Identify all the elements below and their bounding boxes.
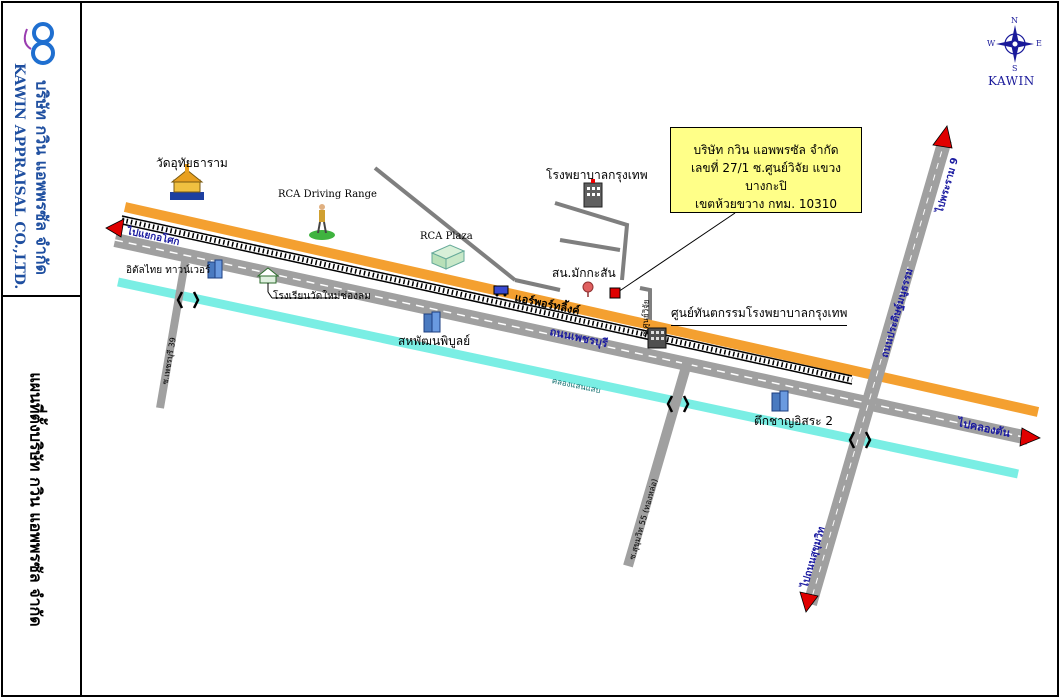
map-panel bbox=[80, 1, 1059, 697]
kawin-logo-icon bbox=[23, 22, 55, 65]
compass-w: W bbox=[987, 39, 996, 48]
dental-center-label: ศูนย์ทันตกรรมโรงพยาบาลกรุงเทพ bbox=[671, 304, 848, 326]
compass-icon bbox=[996, 25, 1034, 63]
office-address-callout: บริษัท กวิน แอพพรซัล จำกัด เลขที่ 27/1 ซ… bbox=[670, 127, 862, 213]
driving-range-label: RCA Driving Range bbox=[278, 189, 377, 200]
soi-research-label: ซ.ศูนย์วิจัย bbox=[640, 299, 651, 337]
golfer-icon bbox=[309, 204, 335, 240]
airport-link-rail bbox=[121, 215, 853, 385]
callout-company: บริษัท กวิน แอพพรซัล จำกัด bbox=[693, 143, 839, 157]
compass-n: N bbox=[1011, 16, 1018, 25]
rca-plaza-icon bbox=[430, 244, 466, 270]
school-label: โรงเรียนวัดใหม่ช่องลม bbox=[273, 291, 371, 302]
charn-issara-label: ตึกชาญอิสระ 2 bbox=[754, 414, 834, 428]
sahaphat-label: สหพัฒนพิบูลย์ bbox=[398, 334, 471, 348]
hospital-access-road bbox=[373, 166, 652, 325]
rca-plaza-label: RCA Plaza bbox=[420, 231, 473, 242]
bridge-icon bbox=[176, 291, 872, 449]
ittal-tower-label: อิตัลไทย ทาวน์เวอร์ bbox=[126, 265, 211, 276]
compass-label: KAWIN bbox=[988, 74, 1035, 88]
expressway bbox=[123, 202, 1040, 417]
makkasan-label: สน.มักกะสัน bbox=[552, 266, 616, 280]
direction-arrow-icon bbox=[105, 125, 1041, 613]
school-icon bbox=[256, 267, 338, 299]
sukhumvit-55-road bbox=[623, 358, 693, 568]
callout-pointer bbox=[614, 212, 736, 295]
side-title-panel: แผนที่ตั้งบริษัท กวิน แอพพรซัล จำกัด bbox=[1, 295, 82, 697]
dental-center-icon bbox=[647, 327, 667, 349]
office-tower-icon bbox=[207, 259, 789, 412]
temple-icon bbox=[170, 164, 204, 200]
train-icon bbox=[493, 285, 509, 297]
compass-s: S bbox=[1012, 64, 1018, 73]
soi-39-road bbox=[156, 261, 189, 409]
compass-e: E bbox=[1036, 39, 1042, 48]
hospital-icon bbox=[583, 179, 603, 208]
logo-panel: บริษัท กวิน แอพพรซัล จำกัด KAWIN APPRAIS… bbox=[1, 1, 82, 297]
police-station-icon bbox=[582, 281, 594, 297]
office-marker-icon bbox=[609, 287, 621, 299]
temple-label: วัดอุทัยธาราม bbox=[156, 156, 228, 170]
callout-address: เลขที่ 27/1 ซ.ศูนย์วิจัย แขวงบางกะปิ bbox=[690, 161, 842, 193]
hospital-label: โรงพยาบาลกรุงเทพ bbox=[546, 168, 648, 182]
callout-district: เขตห้วยขวาง กทม. 10310 bbox=[694, 197, 838, 211]
